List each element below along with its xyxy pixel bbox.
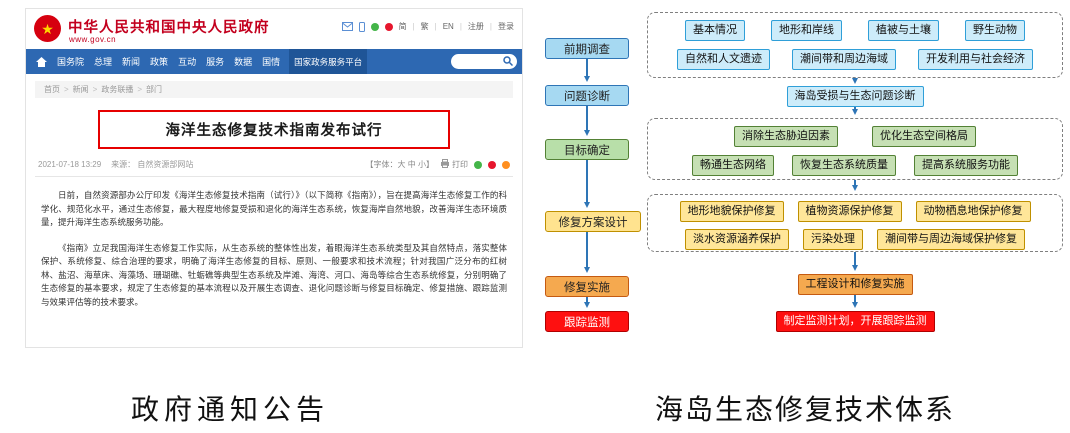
monitor-group: 制定监测计划，开展跟踪监测 (647, 311, 1063, 332)
search-icon[interactable] (503, 53, 514, 71)
down-arrow (584, 297, 590, 308)
article-source: 来源： 自然资源部网站 (111, 160, 194, 169)
breadcrumb-broadcast[interactable]: 政务联播 (101, 85, 134, 94)
stage-implement: 修复实施 (545, 276, 629, 297)
emblem-star: ★ (41, 20, 54, 37)
down-arrow (852, 78, 858, 84)
flow-item: 制定监测计划，开展跟踪监测 (775, 311, 935, 332)
printer-icon (440, 159, 450, 170)
down-arrow (852, 180, 858, 191)
nav-item-hudong[interactable]: 互动 (178, 57, 197, 67)
wechat-share-icon[interactable] (474, 160, 482, 169)
flow-item: 野生动物 (965, 20, 1025, 41)
flow-item: 潮间带与周边海域保护修复 (877, 229, 1025, 250)
wechat-icon[interactable] (370, 22, 379, 31)
register-link[interactable]: 注册 (468, 21, 492, 32)
breadcrumb-department[interactable]: 部门 (146, 85, 163, 94)
down-arrow (584, 232, 590, 273)
diagnosis-group: 海岛受损与生态问题诊断 (647, 86, 1063, 107)
flow-item: 恢复生态系统质量 (792, 155, 896, 176)
article-body: 海洋生态修复技术指南发布试行 2021-07-18 13:29 来源： 自然资源… (35, 98, 513, 347)
nav-item-service-platform[interactable]: 国家政务服务平台 (289, 49, 368, 74)
down-arrow (584, 59, 590, 82)
flow-item: 基本情况 (685, 20, 745, 41)
goal-group: 消除生态胁迫因素 优化生态空间格局 畅通生态网络 恢复生态系统质量 提高系统服务… (647, 118, 1063, 180)
implement-group: 工程设计和修复实施 (647, 274, 1063, 295)
meta-divider (35, 176, 513, 177)
breadcrumb: 首页 > 新闻 > 政务联播 > 部门 (35, 81, 513, 98)
lang-link-en[interactable]: EN (443, 22, 462, 31)
breadcrumb-home[interactable]: 首页 (44, 85, 60, 94)
survey-group: 基本情况 地形和岸线 植被与土壤 野生动物 自然和人文遗迹 潮间带和周边海域 开… (647, 12, 1063, 78)
nav-item-shuju[interactable]: 数据 (234, 57, 253, 67)
lang-link-simplified[interactable]: 简 (399, 21, 415, 32)
flow-item: 潮间带和周边海域 (792, 49, 896, 70)
mail-icon[interactable] (341, 22, 353, 31)
stage-monitor: 跟踪监测 (545, 311, 629, 332)
site-title: 中华人民共和国中央人民政府 (68, 20, 270, 36)
flow-item: 畅通生态网络 (692, 155, 774, 176)
article-meta: 2021-07-18 13:29 来源： 自然资源部网站 【字体：大 中 小】 … (35, 159, 513, 170)
search-input[interactable] (451, 54, 517, 69)
stage-design: 修复方案设计 (545, 211, 641, 232)
nav-item-guowuyuan[interactable]: 国务院 (57, 57, 85, 67)
nav-item-xinwen[interactable]: 新闻 (122, 57, 141, 67)
flow-item: 地形地貌保护修复 (679, 201, 784, 222)
site-url: www.gov.cn (69, 35, 117, 44)
breadcrumb-separator: > (137, 85, 143, 94)
site-header: ★ 中华人民共和国中央人民政府 www.gov.cn 简 繁 EN 注册 登录 (26, 9, 522, 49)
flow-item: 自然和人文遗迹 (677, 49, 770, 70)
breadcrumb-news[interactable]: 新闻 (72, 85, 89, 94)
weibo-share-icon[interactable] (488, 160, 496, 169)
flow-item: 消除生态胁迫因素 (734, 126, 838, 147)
national-emblem-icon: ★ (34, 15, 61, 42)
flow-item: 动物栖息地保护修复 (915, 201, 1031, 222)
article-title: 海洋生态修复技术指南发布试行 (98, 110, 450, 149)
stage-goal: 目标确定 (545, 139, 629, 160)
mobile-icon[interactable] (358, 21, 365, 32)
flow-item: 污染处理 (803, 229, 863, 250)
print-label: 打印 (452, 160, 468, 169)
login-link[interactable]: 登录 (498, 22, 514, 31)
main-nav: 国务院 总理 新闻 政策 互动 服务 数据 国情 国家政务服务平台 (26, 49, 522, 74)
article-date: 2021-07-18 13:29 (38, 160, 102, 169)
header-utility-bar: 简 繁 EN 注册 登录 (341, 21, 514, 32)
restoration-flowchart: 前期调查 问题诊断 目标确定 修复方案设计 修复实施 跟踪监测 基本情况 地形和… (545, 8, 1065, 353)
nav-item-zhengce[interactable]: 政策 (150, 57, 169, 67)
down-arrow (852, 295, 858, 308)
stage-survey: 前期调查 (545, 38, 629, 59)
qzone-share-icon[interactable] (502, 160, 510, 169)
home-icon[interactable] (31, 56, 52, 67)
design-group: 地形地貌保护修复 植物资源保护修复 动物栖息地保护修复 淡水资源涵养保护 污染处… (647, 194, 1063, 252)
nav-item-guoqing[interactable]: 国情 (262, 57, 281, 67)
flow-item: 海岛受损与生态问题诊断 (786, 86, 924, 107)
caption-left: 政府通知公告 (130, 393, 329, 426)
down-arrow (584, 160, 590, 208)
flow-item: 优化生态空间格局 (872, 126, 976, 147)
down-arrow (852, 107, 858, 115)
weibo-icon[interactable] (384, 22, 393, 31)
font-size-control[interactable]: 【字体：大 中 小】 (365, 160, 434, 169)
caption-right: 海岛生态修复技术体系 (655, 393, 956, 426)
breadcrumb-separator: > (92, 85, 98, 94)
print-button[interactable]: 打印 (440, 159, 468, 170)
flow-item: 淡水资源涵养保护 (685, 229, 789, 250)
flow-item: 工程设计和修复实施 (797, 274, 913, 295)
stage-diagnosis: 问题诊断 (545, 85, 629, 106)
breadcrumb-separator: > (64, 85, 69, 94)
down-arrow (584, 106, 590, 136)
flow-item: 植物资源保护修复 (797, 201, 902, 222)
down-arrow (852, 252, 858, 271)
nav-item-zongli[interactable]: 总理 (94, 57, 113, 67)
flow-item: 植被与土壤 (868, 20, 939, 41)
flow-item: 地形和岸线 (771, 20, 842, 41)
gov-website-screenshot: ★ 中华人民共和国中央人民政府 www.gov.cn 简 繁 EN 注册 登录 … (25, 8, 523, 348)
nav-item-fuwu[interactable]: 服务 (206, 57, 225, 67)
article-paragraph: 《指南》立足我国海洋生态修复工作实际，从生态系统的整体性出发，着眼海洋生态系统类… (41, 242, 507, 307)
flow-item: 提高系统服务功能 (914, 155, 1018, 176)
lang-link-traditional[interactable]: 繁 (421, 21, 437, 32)
article-paragraph: 日前，自然资源部办公厅印发《海洋生态修复技术指南（试行）》（以下简称《指南》），… (41, 190, 507, 227)
flow-item: 开发利用与社会经济 (918, 49, 1033, 70)
